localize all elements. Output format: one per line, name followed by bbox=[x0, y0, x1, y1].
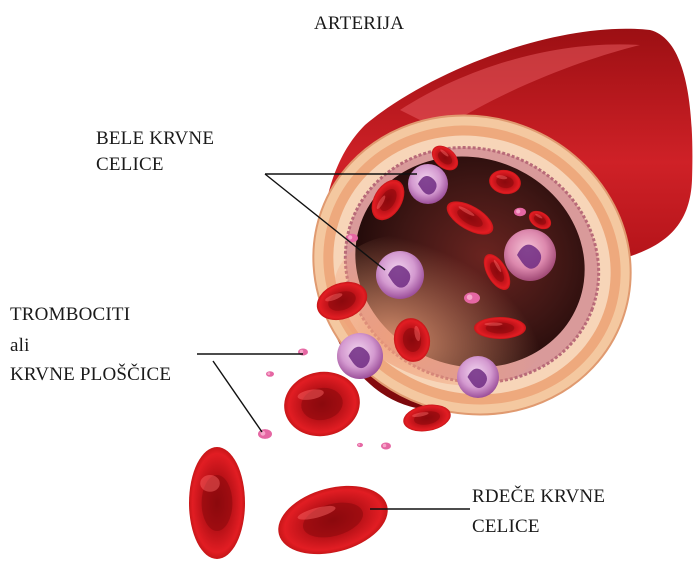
platelet-lumen-2 bbox=[464, 292, 480, 303]
white-cell-lumen-3 bbox=[376, 251, 424, 299]
label-platelets-line2: ali bbox=[10, 333, 30, 359]
red-cell-lumen-7 bbox=[474, 317, 526, 339]
leader-platelets-b bbox=[213, 361, 262, 432]
platelet-out-5 bbox=[357, 443, 363, 447]
title-arterija: ARTERIJA bbox=[314, 11, 404, 37]
label-red-cells-line2: CELICE bbox=[472, 514, 540, 540]
platelet-out-4 bbox=[381, 443, 391, 450]
white-cell-lumen-2 bbox=[504, 229, 556, 281]
platelet-lumen-3 bbox=[514, 208, 526, 216]
label-platelets-line1: TROMBOCITI bbox=[10, 302, 130, 328]
label-platelets-line3: KRVNE PLOŠČICE bbox=[10, 362, 171, 388]
platelet-out-2 bbox=[266, 371, 274, 377]
red-cell-out-4 bbox=[189, 447, 245, 559]
red-cell-out-5 bbox=[271, 475, 396, 564]
label-red-cells-line1: RDEČE KRVNE bbox=[472, 484, 605, 510]
white-cell-edge bbox=[337, 333, 383, 379]
label-white-cells-line2: CELICE bbox=[96, 152, 164, 178]
white-cell-lumen-4 bbox=[457, 356, 499, 398]
label-white-cells-line1: BELE KRVNE bbox=[96, 126, 214, 152]
platelet-out-3 bbox=[258, 429, 272, 439]
white-cell-lumen-1 bbox=[408, 164, 448, 204]
